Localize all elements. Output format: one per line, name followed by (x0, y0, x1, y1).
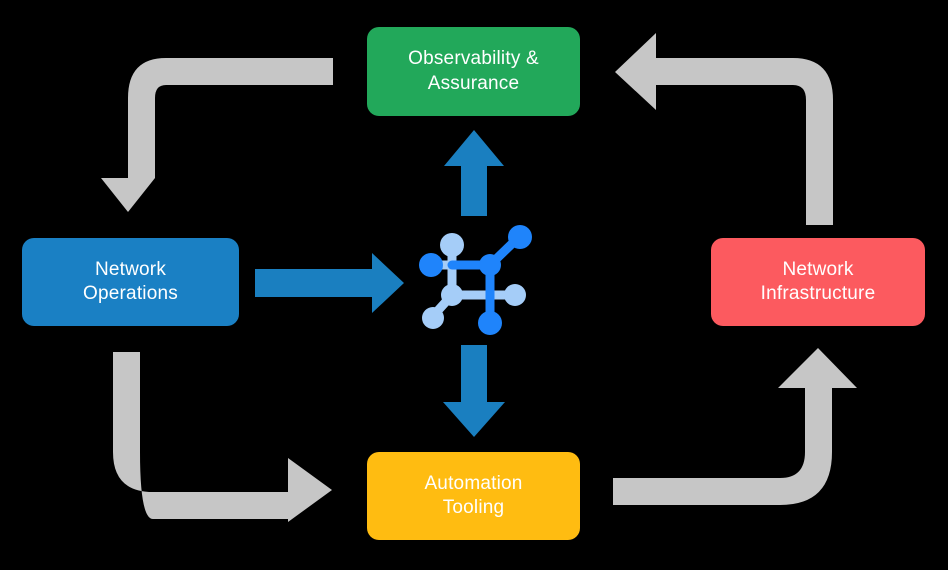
node-box-observability[interactable]: Observability & Assurance (367, 27, 580, 116)
node-label-observability: Observability & Assurance (408, 48, 539, 94)
node-label-network-infrastructure: Network Infrastructure (760, 258, 876, 304)
arrow-center-to-automation (443, 345, 505, 437)
node-label-automation-tooling: Automation Tooling (424, 472, 523, 518)
node-box-network-infrastructure[interactable]: Network Infrastructure (711, 238, 925, 326)
arrow-observability-to-operations (101, 58, 333, 212)
arrow-automation-to-infrastructure (613, 348, 857, 505)
node-label-network-operations: Network Operations (83, 258, 178, 304)
node-box-network-operations[interactable]: Network Operations (22, 238, 239, 326)
arrow-infrastructure-to-observability (615, 33, 833, 225)
arrow-operations-to-center (255, 253, 404, 313)
arrow-center-to-observability (444, 130, 504, 216)
node-box-automation-tooling[interactable]: Automation Tooling (367, 452, 580, 540)
network-topology-icon (419, 225, 532, 335)
arrow-operations-to-automation (113, 352, 332, 522)
